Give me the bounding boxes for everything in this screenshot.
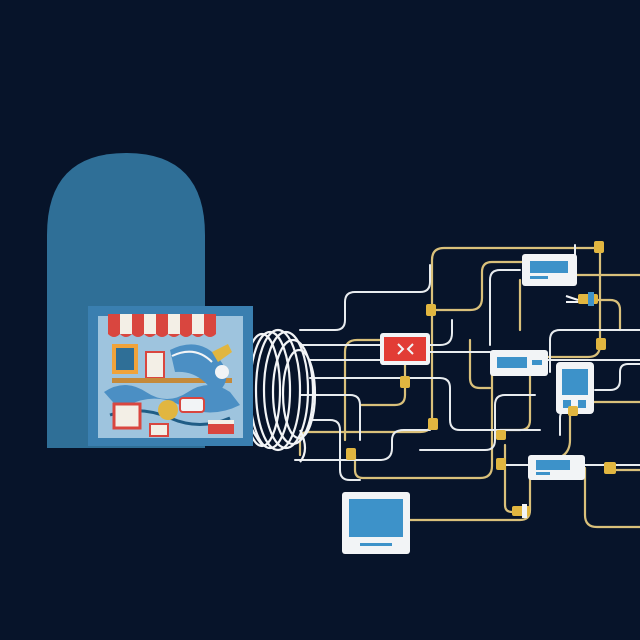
- coil-loop: [254, 328, 302, 452]
- white-cable: [594, 363, 640, 391]
- plug-pins: [565, 295, 579, 303]
- connector-icon: [496, 458, 506, 470]
- connector-icon: [428, 418, 438, 430]
- product-coin: [158, 400, 178, 420]
- router-screen: [497, 357, 527, 368]
- alert-box-icon: [380, 333, 430, 365]
- monitor-icon: [342, 492, 410, 554]
- plug-band: [588, 292, 594, 306]
- connector-icon: [496, 430, 506, 440]
- gold-cable: [343, 338, 382, 442]
- product-card: [149, 423, 169, 437]
- plug-icon: [512, 504, 530, 518]
- plug-band: [522, 504, 527, 518]
- awning-stripe: [204, 314, 216, 334]
- product-bottle-flying: [212, 344, 232, 362]
- router-led: [532, 360, 542, 365]
- router-icon: [522, 254, 577, 286]
- gold-cable: [353, 370, 494, 480]
- coil-loop: [281, 348, 317, 440]
- product-book-edge: [208, 420, 234, 424]
- product-ball: [215, 365, 229, 379]
- gold-cable: [358, 363, 407, 407]
- phone-button: [578, 400, 586, 408]
- shelf-picture-inner: [116, 348, 134, 370]
- phone-icon: [556, 362, 594, 414]
- cable-connectors: [346, 241, 616, 474]
- white-cable: [299, 319, 453, 346]
- plug-icon: [565, 292, 598, 306]
- wave-crest: [171, 350, 213, 363]
- white-cable: [294, 429, 431, 461]
- connector-icon: [400, 376, 410, 388]
- white-cable: [419, 394, 536, 451]
- gold-cable: [503, 443, 514, 514]
- awning-stripe: [180, 314, 192, 334]
- white-cable: [299, 264, 431, 331]
- connector-icon: [346, 448, 356, 460]
- white-cable: [309, 419, 361, 481]
- phone-screen: [562, 369, 588, 395]
- router-icon: [490, 350, 548, 376]
- shop-awning: [108, 314, 216, 337]
- monitor-screen: [349, 499, 403, 537]
- alert-glyph: [397, 343, 414, 355]
- wave-shape: [170, 344, 227, 395]
- connector-icon: [604, 462, 616, 474]
- white-cable-network: [294, 244, 640, 481]
- white-cable: [549, 329, 640, 373]
- product-bottle: [179, 397, 205, 413]
- monitor-stand: [360, 543, 392, 546]
- router-screen: [536, 460, 570, 470]
- router-icon: [528, 455, 585, 480]
- awning-scallop: [108, 334, 216, 337]
- plug-body: [512, 506, 530, 516]
- router-led: [530, 276, 548, 279]
- gold-cable: [583, 466, 640, 529]
- white-cable: [309, 377, 541, 431]
- phone-button: [563, 400, 571, 408]
- coil-loop: [271, 338, 315, 446]
- connector-icon: [596, 338, 606, 350]
- awning-stripe: [108, 314, 120, 334]
- shelf-board: [112, 378, 232, 383]
- white-cable: [489, 269, 521, 346]
- wave-shape: [104, 385, 240, 413]
- shelf-box: [145, 351, 165, 379]
- router-screen: [530, 261, 568, 273]
- white-cable: [299, 394, 361, 441]
- coil-loop: [262, 330, 310, 450]
- router-led: [536, 472, 550, 475]
- connector-icon: [594, 241, 604, 253]
- connector-icon: [568, 406, 578, 416]
- awning-stripe: [132, 314, 144, 334]
- alert-box-screen: [384, 337, 426, 361]
- product-box: [112, 402, 142, 430]
- storefront-icon: [88, 306, 253, 446]
- gold-cable: [468, 338, 492, 390]
- connector-icon: [426, 304, 436, 316]
- gold-cable: [428, 260, 527, 312]
- awning-stripe: [156, 314, 168, 334]
- coil-tail: [299, 429, 307, 463]
- gold-cable: [578, 298, 622, 332]
